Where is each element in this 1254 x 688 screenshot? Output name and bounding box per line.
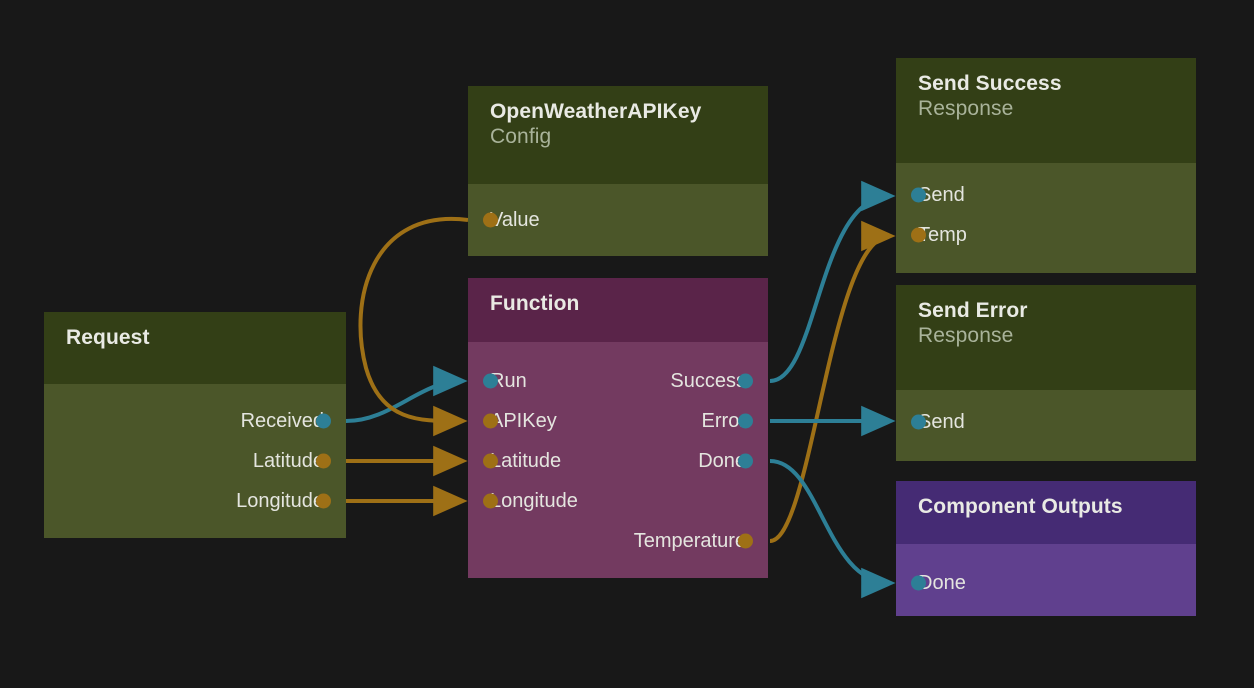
port-output-received[interactable]: Received: [240, 409, 331, 432]
data-port-dot-icon[interactable]: [316, 493, 331, 509]
node-header-request[interactable]: Request: [44, 312, 346, 384]
node-header-function[interactable]: Function: [468, 278, 768, 342]
port-label: APIKey: [490, 409, 557, 432]
port-label: Received: [240, 409, 324, 432]
port-label: Done: [698, 449, 746, 472]
port-label: Send: [918, 410, 965, 433]
port-label: Longitude: [490, 489, 578, 512]
port-label: Latitude: [490, 449, 562, 472]
wire-success-to-send: [769, 180, 896, 383]
node-subtitle: Config: [490, 124, 552, 148]
port-input-value[interactable]: Value: [483, 208, 540, 231]
node-body-send-error: Send: [896, 390, 1196, 461]
node-title: Request: [66, 326, 150, 349]
exec-port-dot-icon[interactable]: [316, 413, 331, 429]
node-title: Send Success: [918, 72, 1062, 95]
node-title: Component Outputs: [918, 495, 1123, 518]
port-input-run[interactable]: Run: [483, 369, 527, 392]
data-port-dot-icon[interactable]: [483, 453, 498, 469]
port-output-longitude[interactable]: Longitude: [236, 489, 331, 512]
exec-port-dot-icon[interactable]: [911, 187, 926, 203]
data-port-dot-icon[interactable]: [738, 533, 753, 549]
port-label: Send: [918, 183, 965, 206]
port-output-latitude[interactable]: Latitude: [252, 449, 331, 472]
exec-port-dot-icon[interactable]: [738, 373, 753, 389]
port-input-done[interactable]: Done: [911, 571, 966, 594]
port-label: Error: [701, 409, 746, 432]
node-body-component-outputs: Done: [896, 544, 1196, 616]
node-title: Send Error: [918, 299, 1028, 322]
wire-received-to-run: [345, 365, 468, 423]
node-title: Function: [490, 292, 580, 315]
exec-port-dot-icon[interactable]: [911, 575, 926, 591]
port-label: Longitude: [236, 489, 324, 512]
wire-value-to-apikey: [358, 216, 469, 437]
port-label: Temp: [918, 223, 967, 246]
data-port-dot-icon[interactable]: [483, 413, 498, 429]
node-header-component-outputs[interactable]: Component Outputs: [896, 481, 1196, 544]
port-label: Done: [918, 571, 966, 594]
data-port-dot-icon[interactable]: [911, 227, 926, 243]
wire-temperature-to-temp: [769, 220, 896, 543]
node-subtitle: Response: [918, 323, 1014, 347]
port-input-latitude[interactable]: Latitude: [483, 449, 562, 472]
port-output-success[interactable]: Success: [670, 369, 753, 392]
port-input-send[interactable]: Send: [911, 183, 965, 206]
node-subtitle: Response: [918, 96, 1014, 120]
port-label: Value: [490, 208, 540, 231]
node-body-openweather-api-key: Value: [468, 184, 768, 256]
port-label: Temperature: [633, 529, 746, 552]
data-port-dot-icon[interactable]: [483, 493, 498, 509]
port-input-longitude[interactable]: Longitude: [483, 489, 578, 512]
port-output-temperature[interactable]: Temperature: [633, 529, 753, 552]
port-label: Latitude: [252, 449, 324, 472]
port-output-error[interactable]: Error: [701, 409, 753, 432]
exec-port-dot-icon[interactable]: [738, 453, 753, 469]
node-title: OpenWeatherAPIKey: [490, 100, 702, 123]
exec-port-dot-icon[interactable]: [738, 413, 753, 429]
wire-done-to-done: [769, 459, 896, 599]
data-port-dot-icon[interactable]: [316, 453, 331, 469]
port-input-apikey[interactable]: APIKey: [483, 409, 557, 432]
exec-port-dot-icon[interactable]: [911, 414, 926, 430]
port-label: Success: [670, 369, 746, 392]
exec-port-dot-icon[interactable]: [483, 373, 498, 389]
port-input-send[interactable]: Send: [911, 410, 965, 433]
data-port-dot-icon[interactable]: [483, 212, 498, 228]
port-input-temp[interactable]: Temp: [911, 223, 967, 246]
port-label: Run: [490, 369, 527, 392]
port-output-done[interactable]: Done: [698, 449, 753, 472]
